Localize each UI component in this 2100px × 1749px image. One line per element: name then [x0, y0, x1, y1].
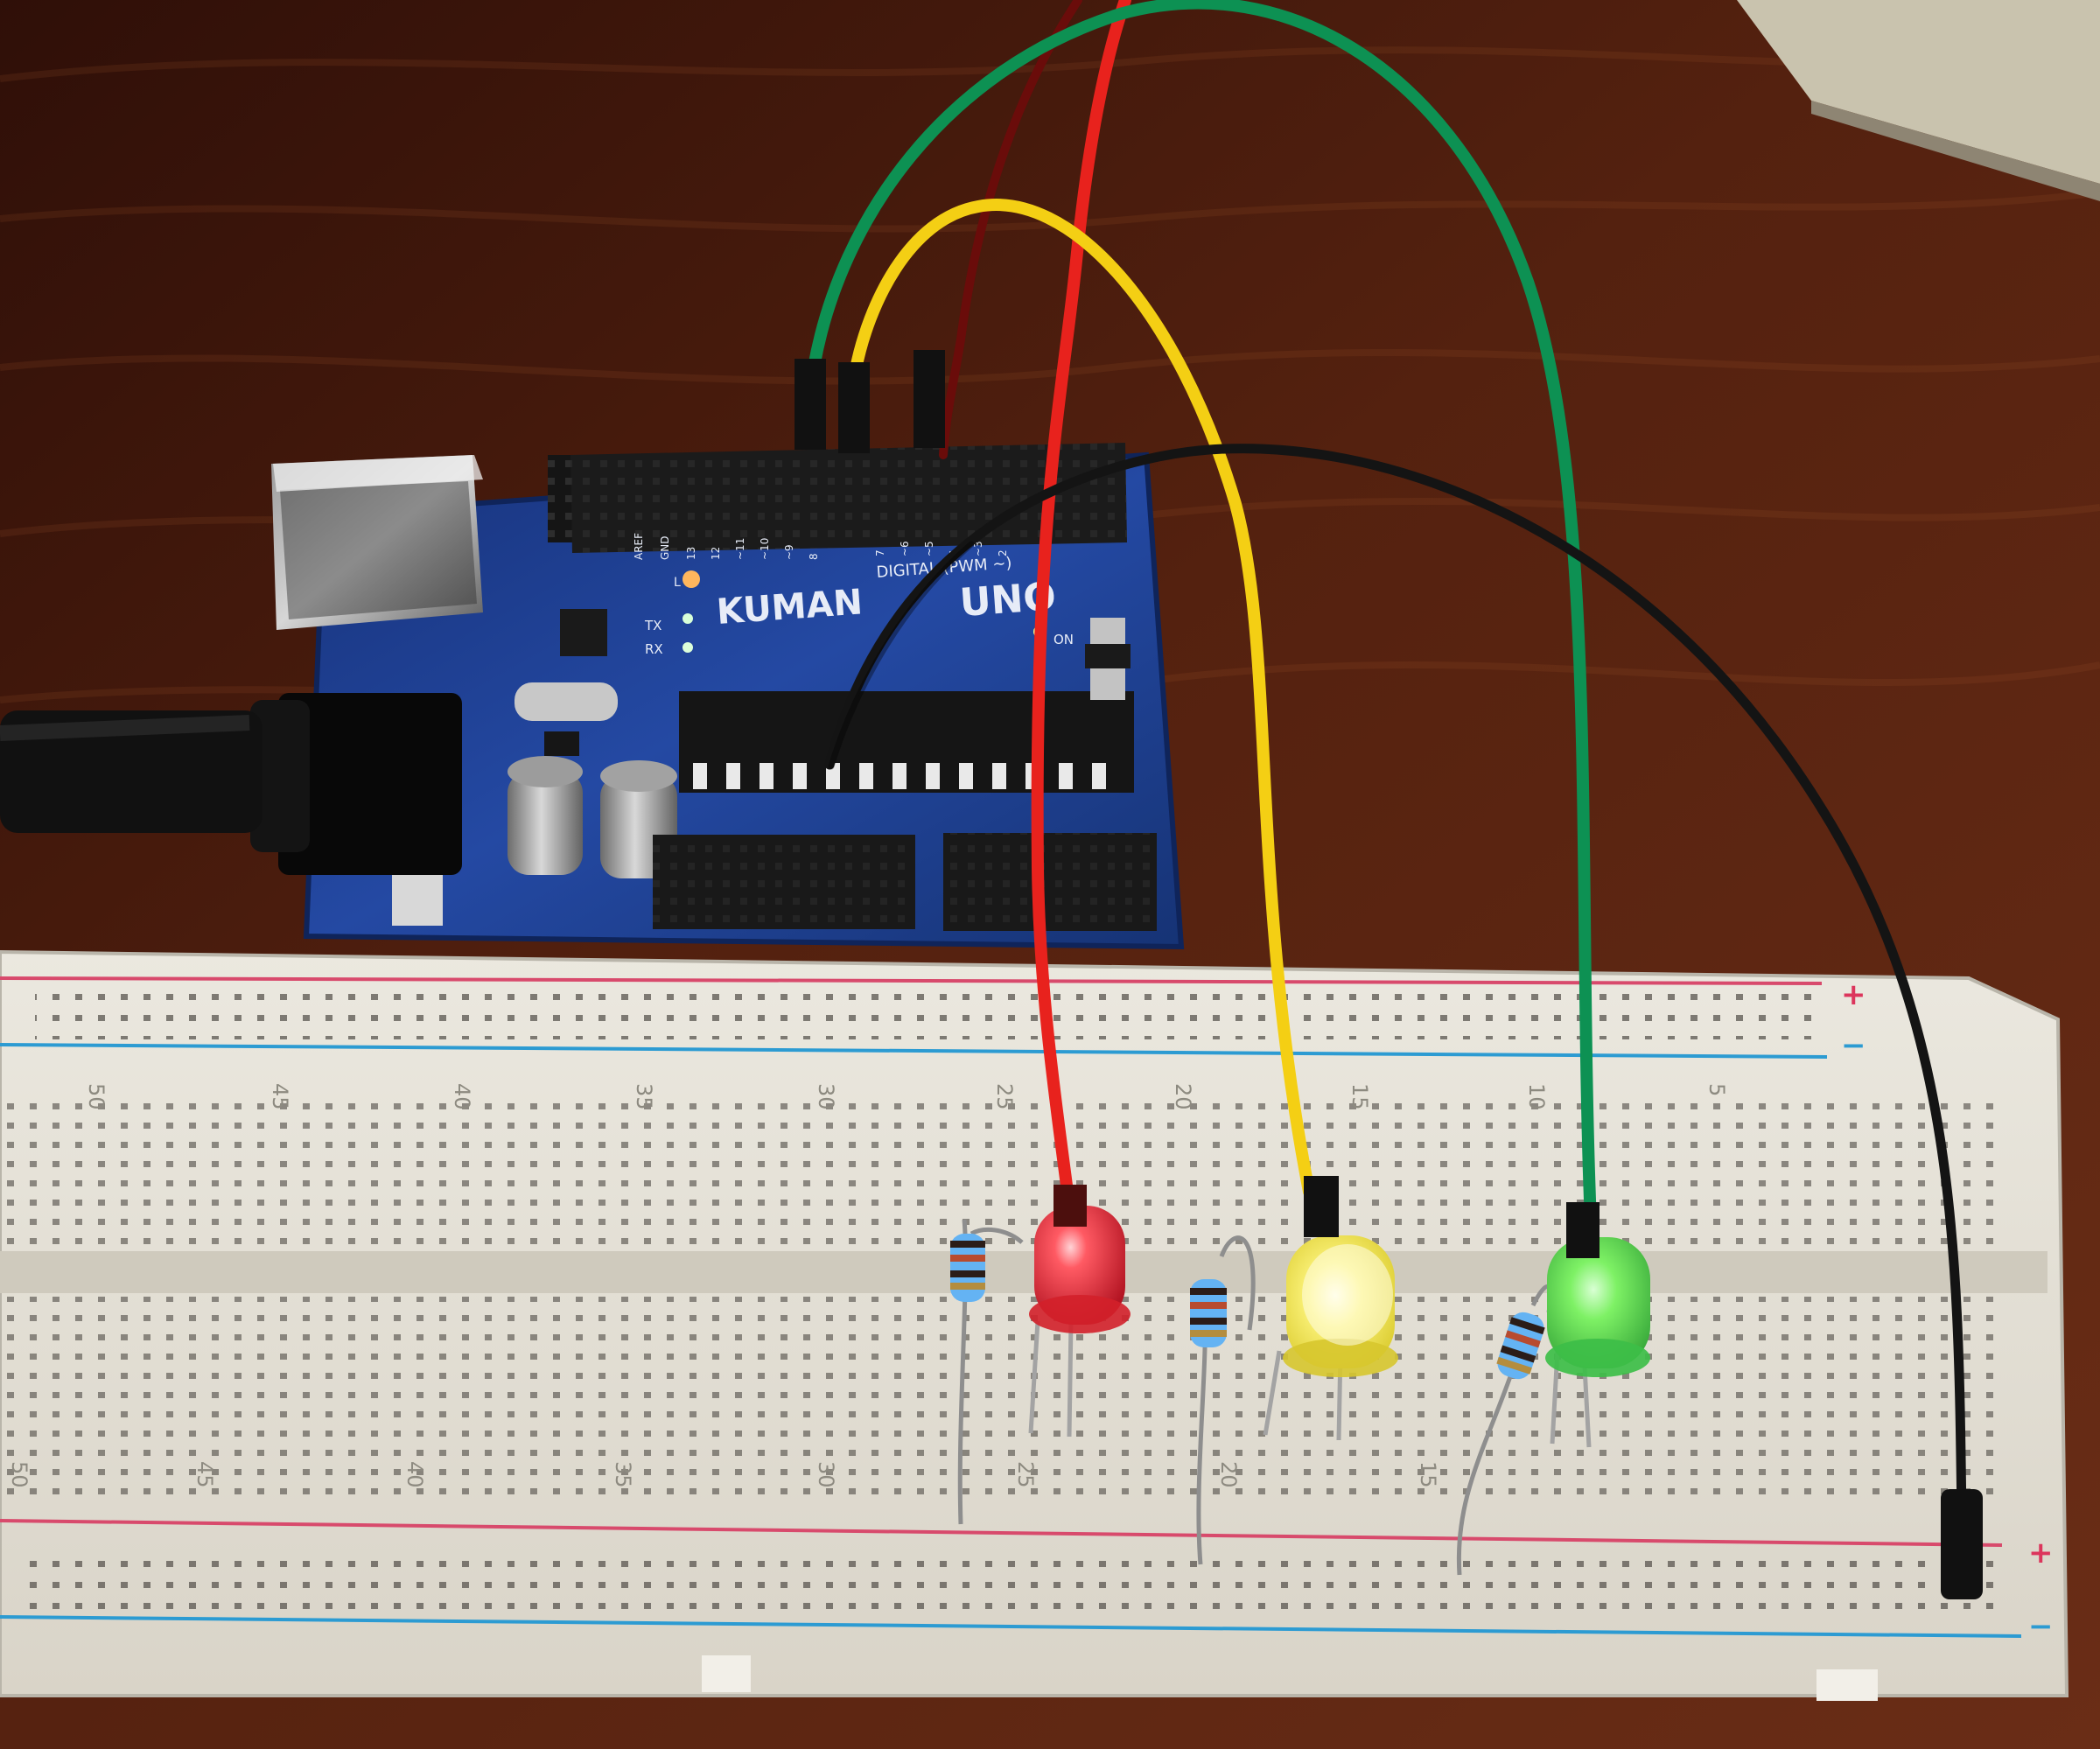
- top-number-40: 40: [450, 1083, 474, 1110]
- wall-corner: [1737, 0, 2100, 184]
- power-header-pins: [653, 835, 915, 929]
- board-on-label: ON: [1054, 632, 1074, 647]
- usb-controller-chip: [560, 609, 607, 656]
- pin-label-10: ~10: [759, 538, 771, 560]
- board-led-tx: [682, 613, 693, 624]
- top-rail-blue-line: [0, 1043, 1828, 1059]
- lower-terminal-area: [0, 1297, 2004, 1496]
- board-l-label: L: [674, 576, 681, 590]
- bottom-rail-minus-sign: −: [2028, 1609, 2054, 1644]
- yellow-led: [1263, 1235, 1398, 1441]
- black-wire-shadow: [828, 541, 975, 770]
- bottom-number-20: 20: [1216, 1461, 1241, 1488]
- pin-label-13: 13: [685, 547, 697, 560]
- resistor-2: [1190, 1235, 1256, 1565]
- atmega-chip: [679, 691, 1134, 793]
- arduino-board: KUMAN UNO DIGITAL (PWM ~) TX RX ON L ARE…: [0, 443, 1185, 950]
- board-rx-label: RX: [645, 641, 663, 657]
- green-wire-connector-top: [794, 359, 826, 450]
- bottom-number-35: 35: [611, 1461, 635, 1488]
- top-number-35: 35: [632, 1083, 656, 1110]
- pin-label-6: ~6: [899, 541, 911, 556]
- bottom-number-25: 25: [1013, 1461, 1038, 1488]
- resistor-1: [950, 1219, 1024, 1525]
- red-wire-connector-bottom: [1054, 1185, 1087, 1227]
- top-power-rail-holes: [35, 994, 1820, 1039]
- pin-label-5: ~5: [923, 541, 935, 556]
- pin-label-aref: AREF: [633, 533, 645, 560]
- wires: [808, 0, 1967, 1526]
- bottom-number-15: 15: [1416, 1461, 1440, 1488]
- capacitor-right: [600, 760, 677, 878]
- pin-label-7: 7: [874, 549, 886, 556]
- bottom-number-50: 50: [7, 1461, 32, 1488]
- pin-label-2: 2: [997, 549, 1009, 556]
- wall-edge: [1811, 101, 2100, 201]
- pin-label-gnd: GND: [659, 535, 671, 560]
- black-wire: [824, 444, 1967, 1526]
- pin-labels: AREF GND 13 12 ~11 ~10 ~9 8 7 ~6 ~5 4 ~3…: [633, 533, 1009, 560]
- top-number-20: 20: [1171, 1083, 1195, 1110]
- breadboard-slot-right: [1816, 1669, 1878, 1701]
- top-column-numbers: 50 45 40 35 30 25 20 15 10 5: [84, 1083, 1729, 1110]
- wire-connectors: [794, 350, 1983, 1599]
- pin-label-9: ~9: [783, 544, 795, 560]
- yellow-wire: [850, 199, 1315, 1198]
- capacitor-left: [508, 756, 583, 875]
- breadboard-slot-left: [702, 1655, 751, 1692]
- black-wire-connector-bottom: [1941, 1489, 1983, 1599]
- red-led: [1028, 1206, 1130, 1438]
- power-jack: [0, 693, 462, 875]
- green-led: [1545, 1237, 1650, 1448]
- breadboard: + − + − 50 45 40 35 30 25 20 15 10 5 50 …: [0, 949, 2069, 1701]
- upper-terminal-area: [0, 1094, 1995, 1251]
- voltage-regulator: [392, 875, 443, 926]
- yellow-wire-connector-top: [838, 362, 870, 453]
- top-number-10: 10: [1524, 1083, 1549, 1110]
- usb-port: [271, 455, 483, 630]
- crystal-oscillator: [514, 682, 618, 721]
- top-rail-minus-sign: −: [1841, 1028, 1866, 1063]
- green-wire: [808, 0, 1597, 1229]
- regulator-chip: [544, 731, 579, 756]
- top-number-50: 50: [84, 1083, 108, 1110]
- top-rail-plus-sign: +: [1841, 977, 1866, 1012]
- bottom-rail-red-line: [0, 1519, 2003, 1547]
- pin-label-11: ~11: [734, 538, 746, 560]
- analog-header-pins: [943, 833, 1157, 931]
- bottom-number-45: 45: [192, 1461, 217, 1488]
- top-rail-red-line: [0, 976, 1823, 985]
- board-tx-label: TX: [644, 618, 662, 633]
- reset-header-base: [1085, 644, 1130, 668]
- bottom-power-rail-holes: [26, 1547, 2004, 1613]
- bottom-column-numbers: 50 45 40 35 30 25 20 15: [7, 1461, 1440, 1488]
- yellow-wire-connector-bottom: [1304, 1176, 1339, 1237]
- top-number-5: 5: [1704, 1083, 1729, 1096]
- pin-label-8: 8: [808, 553, 820, 560]
- top-number-25: 25: [992, 1083, 1017, 1110]
- red-wire: [1031, 0, 1131, 1212]
- center-channel: [0, 1251, 2048, 1293]
- board-led-l: [682, 570, 700, 588]
- top-number-15: 15: [1348, 1083, 1372, 1110]
- bottom-number-40: 40: [402, 1461, 427, 1488]
- bottom-number-30: 30: [814, 1461, 838, 1488]
- bottom-rail-blue-line: [0, 1615, 2022, 1638]
- resistor-3: [1456, 1284, 1553, 1576]
- dark-red-wire-connector-top: [914, 350, 945, 448]
- pin-label-12: 12: [710, 547, 722, 560]
- bottom-rail-plus-sign: +: [2028, 1536, 2054, 1571]
- green-wire-connector-bottom: [1566, 1202, 1600, 1258]
- board-led-rx: [682, 642, 693, 653]
- top-number-30: 30: [814, 1083, 838, 1110]
- pin-label-3: ~3: [972, 541, 984, 556]
- top-number-45: 45: [268, 1083, 292, 1110]
